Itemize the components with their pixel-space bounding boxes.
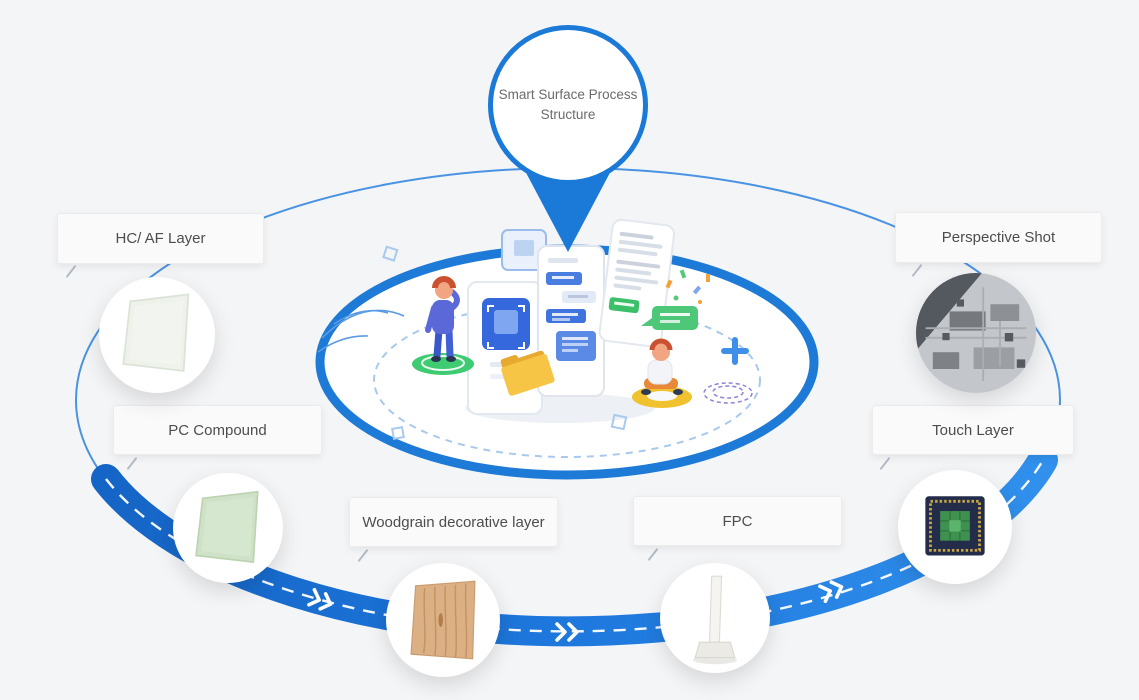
node-label-perspective-shot: Perspective Shot	[895, 212, 1102, 263]
clear-sheet-icon	[122, 293, 190, 372]
node-icon-pc-compound	[173, 473, 283, 583]
wood-texture-icon	[410, 580, 476, 660]
swoosh-lines	[317, 309, 405, 353]
node-icon-hc-af	[99, 277, 215, 393]
node-icon-touch-layer	[898, 470, 1012, 584]
cpu-chip-icon	[925, 496, 985, 556]
plus-icon	[721, 337, 749, 365]
label-text: HC/ AF Layer	[115, 230, 206, 247]
green-sheet-icon	[195, 490, 259, 564]
confetti	[665, 269, 710, 304]
double-chevron-icon	[307, 587, 333, 611]
node-label-pc-compound: PC Compound	[113, 405, 322, 455]
person-sitting	[632, 338, 692, 408]
label-text: Perspective Shot	[941, 229, 1056, 246]
dashed-rings	[703, 382, 753, 404]
double-chevron-icon	[818, 580, 844, 604]
node-label-woodgrain: Woodgrain decorative layer	[349, 497, 558, 547]
pin-balloon: Smart Surface Process Structure	[488, 25, 648, 185]
decor-squares	[382, 245, 628, 440]
circuit-board-icon	[916, 273, 1036, 393]
node-label-fpc: FPC	[633, 496, 842, 546]
label-text: Touch Layer	[932, 421, 1014, 439]
pin-title-line2: Structure	[540, 107, 596, 122]
label-text: FPC	[722, 512, 753, 530]
fpc-strip-icon	[693, 575, 737, 665]
folder	[500, 350, 555, 396]
chat-bubble	[641, 306, 698, 330]
pin-title-line1: Smart Surface Process	[498, 86, 638, 102]
node-label-hc-af: HC/ AF Layer	[57, 213, 264, 264]
label-text: PC Compound	[168, 421, 267, 439]
node-label-touch-layer: Touch Layer	[872, 405, 1074, 455]
node-icon-fpc	[660, 563, 770, 673]
node-icon-woodgrain	[386, 563, 500, 677]
double-chevron-icon	[555, 622, 579, 642]
person-standing	[412, 276, 474, 375]
label-text: Woodgrain decorative layer	[362, 513, 545, 531]
node-icon-perspective-shot	[916, 273, 1036, 393]
phone-center	[537, 245, 605, 397]
